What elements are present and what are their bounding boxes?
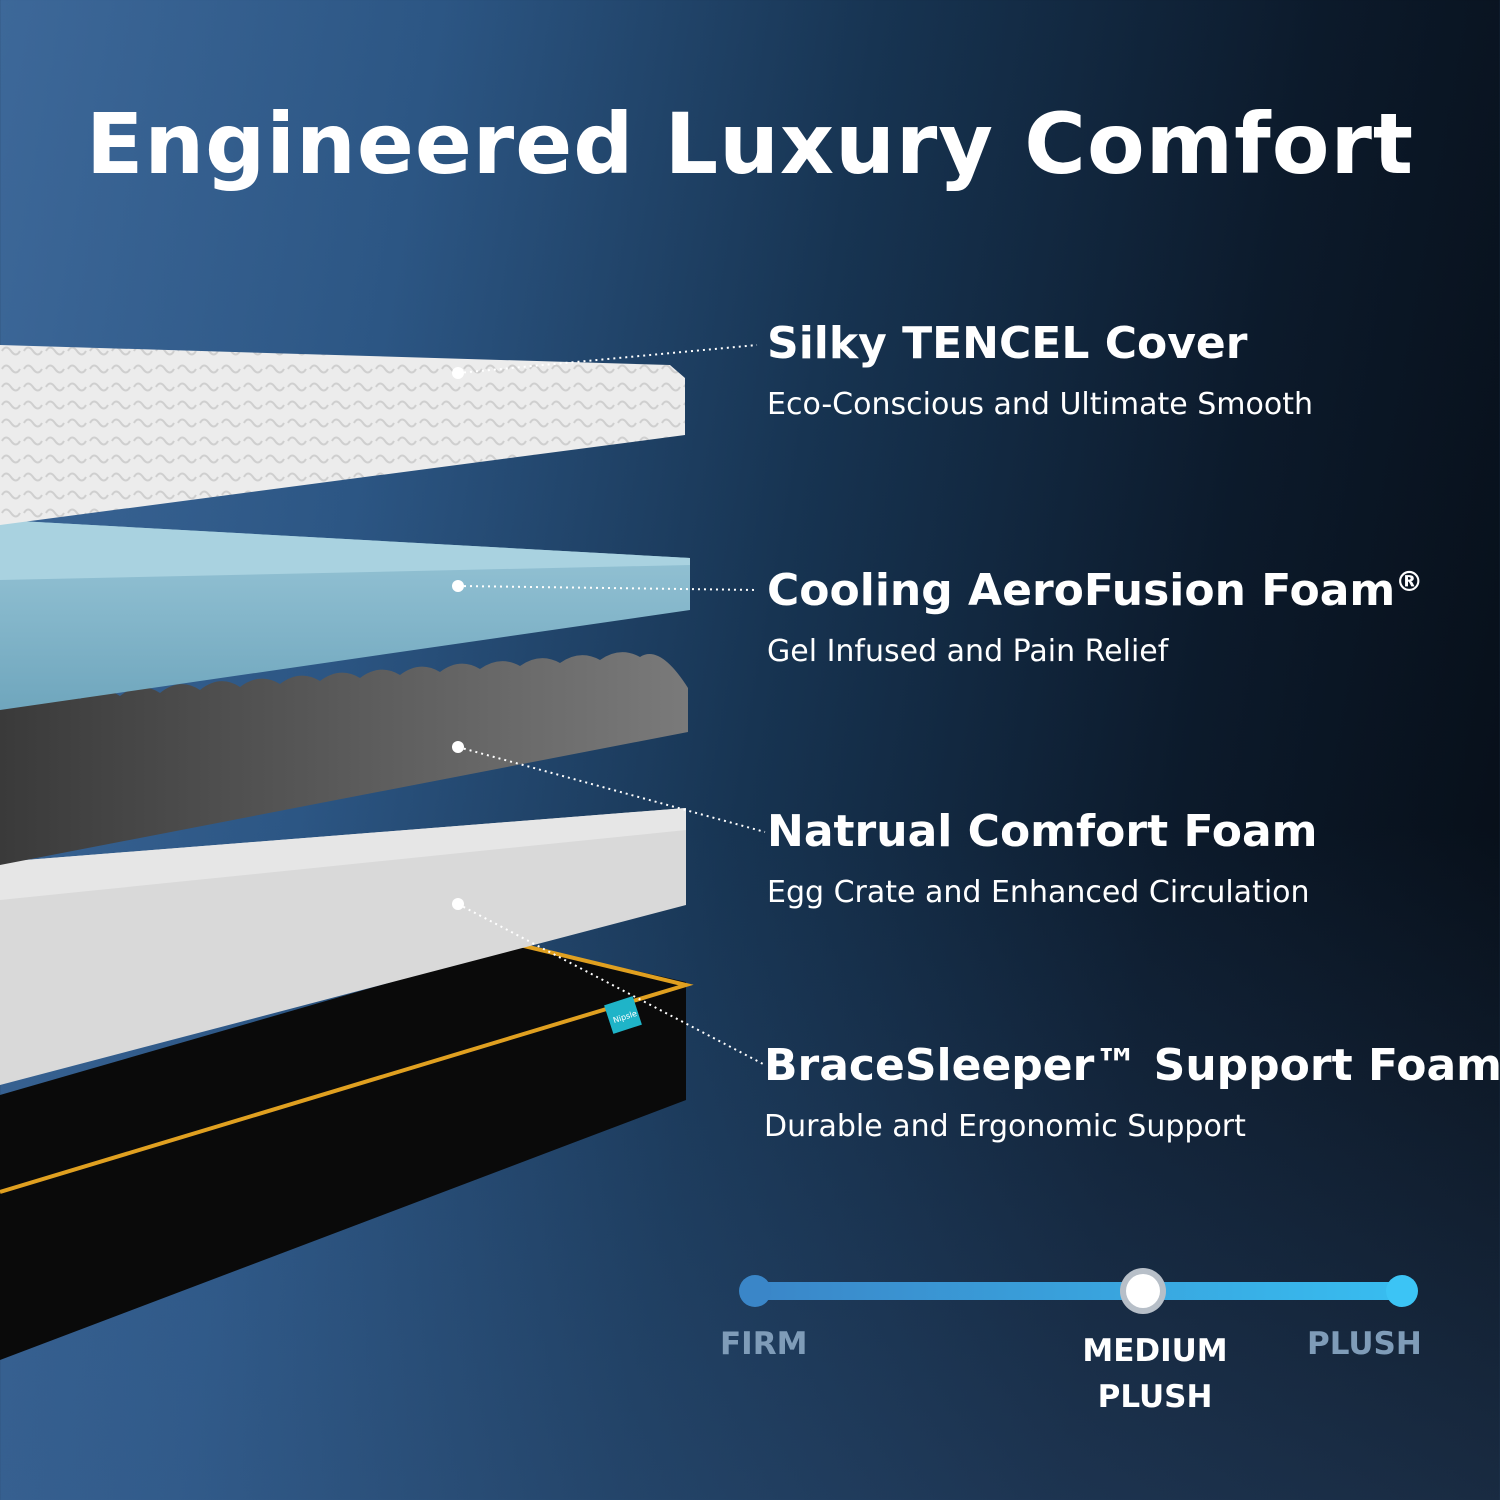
layer-comfort: Natrual Comfort Foam Egg Crate and Enhan… [767,806,1318,910]
cover-dot [452,367,464,379]
layer-cover: Silky TENCEL Cover Eco-Conscious and Ult… [767,318,1313,422]
support-foam-base [0,945,686,1360]
layer-desc: Eco-Conscious and Ultimate Smooth [767,387,1313,422]
firm-end-dot [739,1275,771,1307]
layer-title: Cooling AeroFusion Foam [767,565,1396,616]
layer-title: Natrual Comfort Foam [767,806,1318,857]
layer-desc: Durable and Ergonomic Support [764,1109,1246,1144]
layer-cooling: Cooling AeroFusion Foam® Gel Infused and… [767,565,1423,669]
plush-end-dot [1386,1275,1418,1307]
layer-desc: Gel Infused and Pain Relief [767,634,1169,669]
layer-support: BraceSleeper™ Support Foam Durable and E… [764,1040,1500,1144]
support-dot [452,898,464,910]
page-title: Engineered Luxury Comfort [85,95,1415,193]
registered-mark: ® [1395,565,1424,598]
gold-piping [0,943,694,1194]
layer-title: BraceSleeper™ Support Foam [764,1040,1500,1091]
egg-crate-layer [0,652,688,865]
firm-label: FIRM [720,1326,808,1362]
selected-line-1: MEDIUM [1082,1333,1228,1369]
selected-firmness-label: MEDIUM PLUSH [1075,1328,1235,1420]
firmness-indicator [1120,1268,1167,1314]
selected-line-2: PLUSH [1097,1379,1213,1415]
plush-label: PLUSH [1307,1326,1422,1362]
cooling-dot [452,580,464,592]
layer-desc: Egg Crate and Enhanced Circulation [767,875,1310,910]
brand-tag [604,996,642,1034]
layer-title: Silky TENCEL Cover [767,318,1248,369]
cover-layer [0,345,685,525]
comfort-dot [452,741,464,753]
firmness-track [755,1282,1402,1300]
